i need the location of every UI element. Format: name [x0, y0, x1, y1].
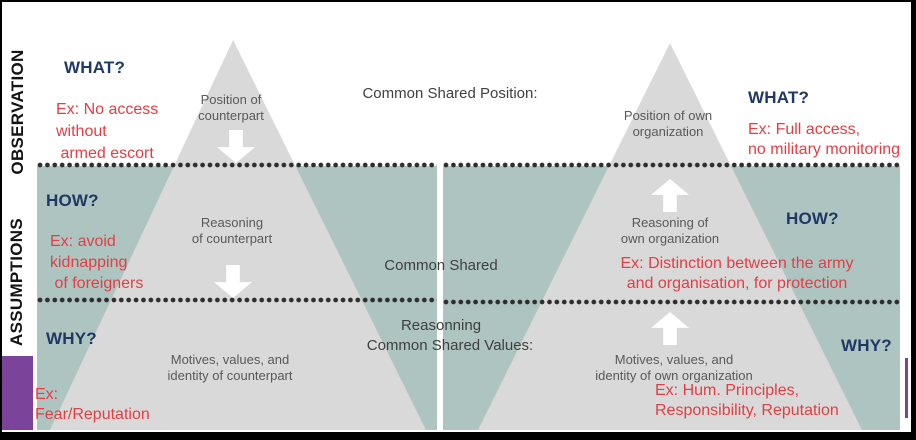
own-position-label: Position of own organization	[623, 108, 713, 139]
left-how-question: HOW?	[46, 191, 99, 210]
left-how-example-line3: of foreigners	[50, 275, 144, 292]
right-how-example: Ex: Distinction between the army and org…	[557, 254, 916, 294]
left-what-question: WHAT?	[64, 58, 126, 77]
counterpart-reasoning-label: Reasoning of counterpart	[191, 215, 273, 246]
common-shared-values-label: Common Shared Values:	[366, 337, 534, 354]
assumptions-axis-label: ASSUMPTIONS	[7, 218, 26, 346]
slide-border-right	[911, 0, 916, 440]
slide-border-bottom	[0, 432, 916, 440]
left-how-example-line1: Ex: avoid	[50, 233, 116, 250]
counterpart-motives-label: Motives, values, and identity of counter…	[167, 352, 293, 383]
common-shared-reasoning-label: Common Shared Reasonning	[384, 257, 498, 334]
left-what-example: Ex: No access without armed escort	[56, 99, 158, 165]
right-how-question: HOW?	[786, 209, 839, 228]
divider-assumptions-left	[37, 297, 437, 303]
left-what-example-line1: Ex: No access	[56, 101, 159, 118]
divider-observation-left	[37, 162, 437, 168]
right-what-question: WHAT?	[748, 88, 810, 107]
right-how-example-line1: Ex: Distinction between the army	[620, 255, 854, 272]
left-what-example-line3: armed escort	[56, 145, 154, 162]
left-what-example-line2: without	[56, 123, 107, 140]
slide-border-left	[0, 0, 2, 440]
own-motives-label: Motives, values, and identity of own org…	[595, 352, 753, 383]
observation-axis-label: OBSERVATION	[8, 49, 27, 175]
slide-border-top	[0, 0, 916, 2]
divider-assumptions-right	[443, 299, 900, 305]
right-what-example-line1: Ex: Full access,	[748, 121, 861, 138]
left-how-example-line2: kidnapping	[50, 254, 128, 271]
right-why-question: WHY?	[841, 336, 892, 355]
right-how-example-line2: and organisation, for protection	[626, 275, 848, 292]
divider-observation-right	[443, 162, 900, 168]
purple-accent-bar	[2, 356, 33, 430]
right-why-example-line2: Responsibility, Reputation	[655, 402, 839, 419]
counterpart-position-label: Position of counterpart	[198, 92, 264, 123]
left-why-example-line1: Ex:	[35, 386, 59, 403]
right-what-example: Ex: Full access, no military monitoring	[748, 120, 900, 160]
own-reasoning-label: Reasoning of own organization	[620, 215, 720, 246]
left-why-example-line2: Fear/Reputation	[35, 406, 150, 423]
left-why-example: Ex: Fear/Reputation	[35, 385, 150, 425]
right-what-example-line2: no military monitoring	[748, 141, 901, 158]
right-why-example-line1: Ex: Hum. Principles,	[655, 382, 800, 399]
left-how-example: Ex: avoid kidnapping of foreigners	[50, 231, 143, 294]
left-why-question: WHY?	[46, 329, 97, 348]
purple-accent-line	[905, 358, 908, 418]
right-why-example: Ex: Hum. Principles, Responsibility, Rep…	[655, 381, 839, 421]
common-shared-position-label: Common Shared Position:	[362, 85, 538, 102]
